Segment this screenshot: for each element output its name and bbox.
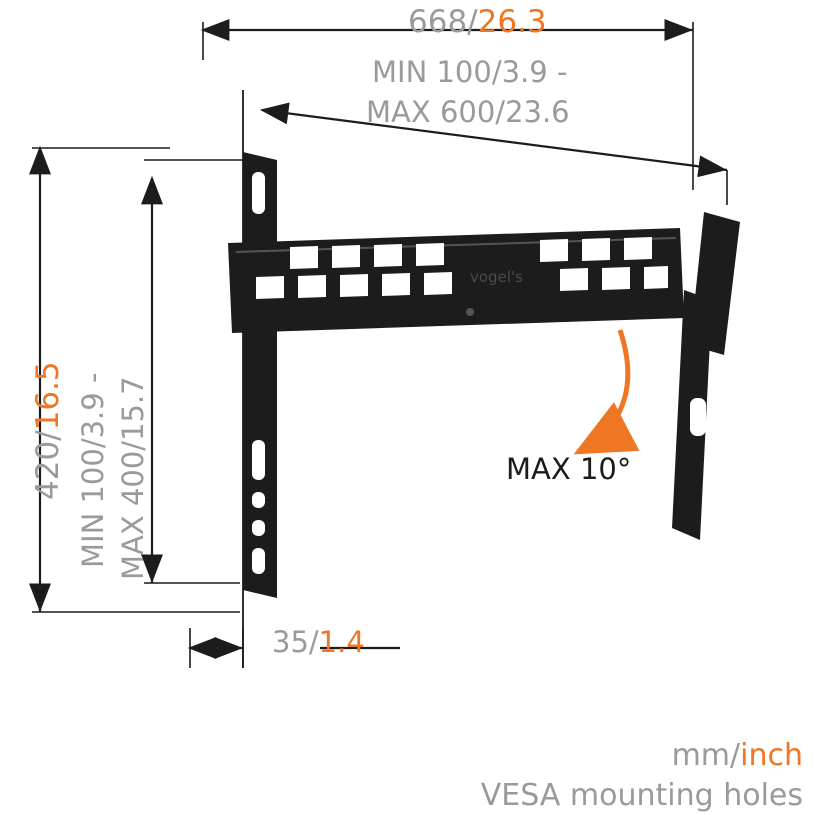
dimension-depth: 35/1.4 [272, 625, 365, 659]
dimension-height-vesa-line1: MIN 100/3.9 - [76, 372, 110, 568]
dimension-width-vesa-line2: MAX 600/23.6 [366, 95, 570, 129]
tilt-angle-label: MAX 10° [506, 452, 632, 486]
dimension-height-total: 420/16.5 [30, 361, 66, 500]
wall-mount-illustration: vogel's [228, 152, 740, 598]
svg-text:vogel's: vogel's [470, 268, 523, 286]
footer-vesa-note: VESA mounting holes [480, 778, 803, 813]
footer-units: mm/inch [671, 738, 803, 773]
dimension-width-total: 668/26.3 [408, 4, 547, 40]
dimension-width-vesa-line1: MIN 100/3.9 - [372, 55, 568, 89]
tilt-arc-arrow [573, 329, 640, 455]
dimension-height-vesa-line2: MAX 400/15.7 [116, 376, 150, 580]
